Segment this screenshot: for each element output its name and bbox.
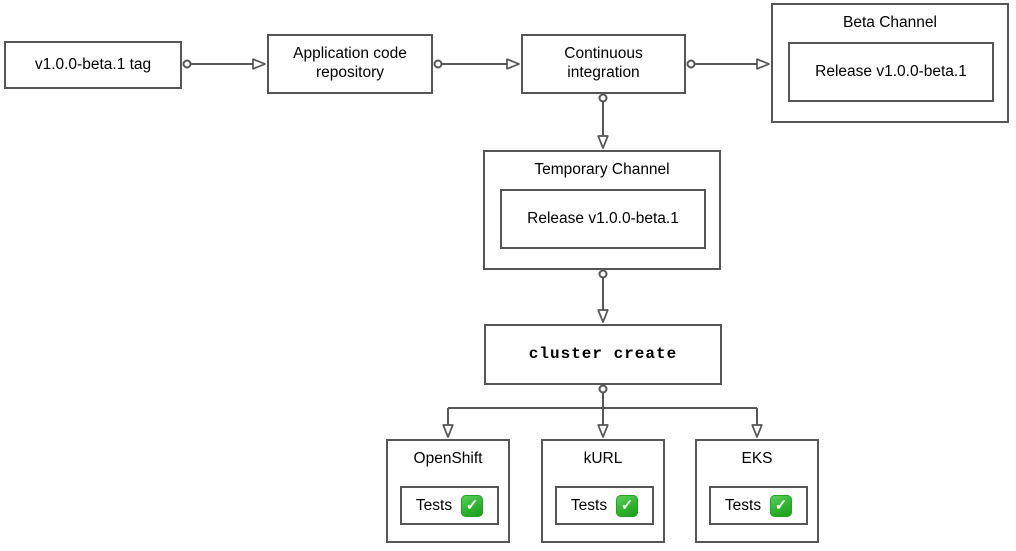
tests-passed-icon: ✓ (616, 494, 639, 517)
connector-ci-to-beta-channel (686, 58, 770, 70)
openshift-tests-box: Tests ✓ (400, 486, 499, 525)
kurl-title: kURL (583, 450, 623, 467)
connector-temporary-channel-to-cluster-create (597, 269, 609, 323)
node-temporary-release: Release v1.0.0-beta.1 (500, 189, 706, 249)
beta-release-label: Release v1.0.0-beta.1 (815, 63, 967, 80)
tests-passed-icon: ✓ (461, 494, 484, 517)
ci-label: Continuous integration (564, 45, 643, 81)
node-cluster-openshift: OpenShift Tests ✓ (386, 439, 510, 543)
node-continuous-integration: Continuous integration (521, 34, 686, 94)
connector-tag-to-repository (182, 58, 266, 70)
node-cluster-kurl: kURL Tests ✓ (541, 439, 665, 543)
node-version-tag: v1.0.0-beta.1 tag (4, 41, 182, 89)
openshift-tests-label: Tests (415, 496, 453, 514)
node-cluster-eks: EKS Tests ✓ (695, 439, 819, 543)
check-glyph: ✓ (465, 496, 479, 514)
node-cluster-create: cluster create (484, 324, 722, 385)
kurl-tests-box: Tests ✓ (555, 486, 654, 525)
node-application-code-repository: Application code repository (267, 34, 433, 94)
node-temporary-channel: Temporary Channel Release v1.0.0-beta.1 (483, 150, 721, 270)
eks-tests-label: Tests (724, 496, 762, 514)
temporary-channel-title: Temporary Channel (534, 161, 670, 178)
connector-cluster-create-branch (442, 384, 763, 438)
node-beta-release: Release v1.0.0-beta.1 (788, 42, 994, 102)
check-glyph: ✓ (620, 496, 634, 514)
connector-repository-to-ci (433, 58, 520, 70)
check-glyph: ✓ (774, 496, 788, 514)
tests-passed-icon: ✓ (770, 494, 793, 517)
beta-channel-title: Beta Channel (843, 14, 937, 31)
cluster-create-label: cluster create (528, 344, 678, 363)
kurl-tests-label: Tests (570, 496, 608, 514)
temporary-release-label: Release v1.0.0-beta.1 (527, 210, 679, 227)
openshift-title: OpenShift (413, 450, 483, 467)
eks-title: EKS (741, 450, 773, 467)
node-beta-channel: Beta Channel Release v1.0.0-beta.1 (771, 3, 1009, 123)
connector-ci-to-temporary-channel (597, 93, 609, 149)
version-tag-label: v1.0.0-beta.1 tag (34, 55, 152, 73)
eks-tests-box: Tests ✓ (709, 486, 808, 525)
repository-label: Application code repository (293, 45, 407, 81)
